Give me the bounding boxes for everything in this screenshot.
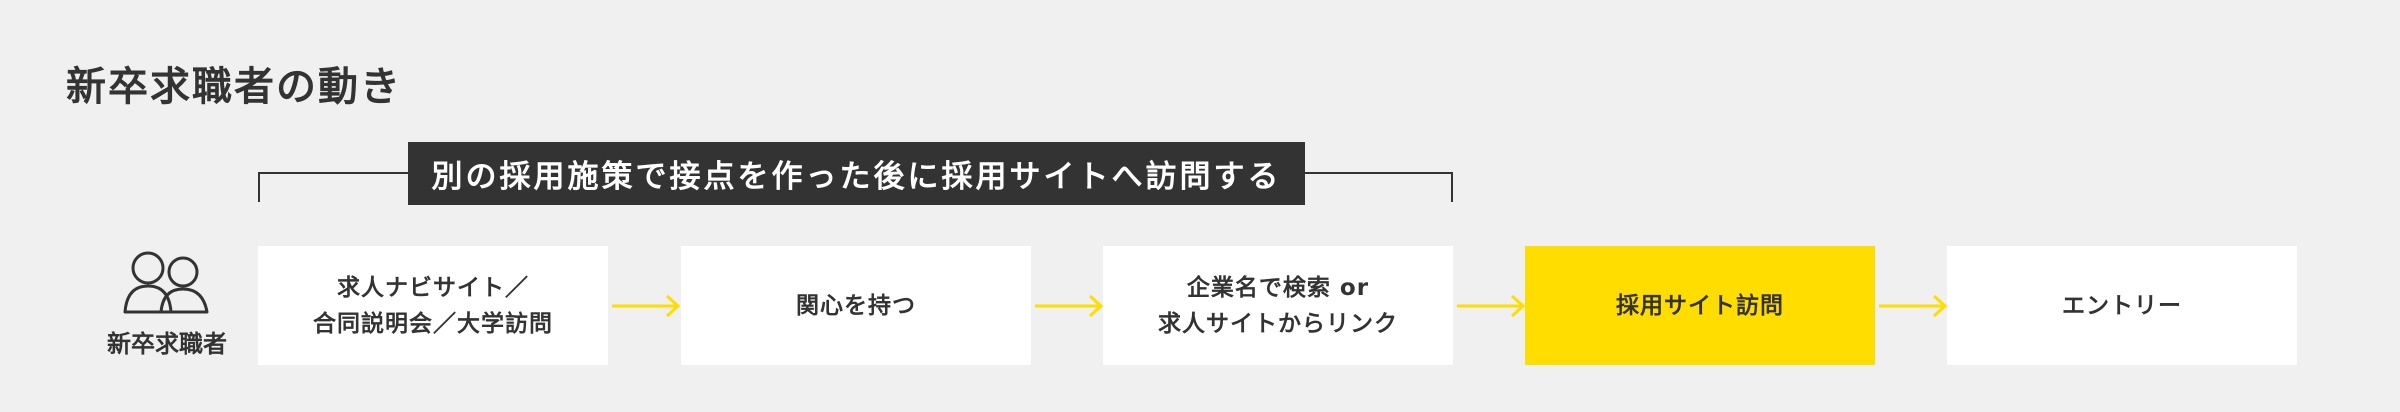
step-line: 企業名で検索 or	[1186, 274, 1370, 301]
step-job-site: 求人ナビサイト／ 合同説明会／大学訪問	[258, 246, 608, 365]
step-site-visit: 採用サイト訪問	[1525, 246, 1875, 365]
diagram-title: 新卒求職者の動き	[66, 64, 402, 110]
step-interest: 関心を持つ	[681, 246, 1031, 365]
arrow-right-icon	[612, 294, 680, 318]
step-line: 関心を持つ	[796, 292, 916, 319]
step-line: 合同説明会／大学訪問	[313, 310, 553, 337]
arrow-right-icon	[1879, 294, 1947, 318]
arrow-right-icon	[1035, 294, 1103, 318]
step-line: 求人ナビサイト／	[337, 274, 529, 301]
users-icon	[123, 251, 209, 314]
step-entry: エントリー	[1947, 246, 2297, 365]
actor-label: 新卒求職者	[107, 330, 227, 358]
step-line: 求人サイトからリンク	[1158, 310, 1398, 337]
step-line: 採用サイト訪問	[1616, 292, 1784, 319]
arrow-right-icon	[1457, 294, 1525, 318]
step-search: 企業名で検索 or 求人サイトからリンク	[1103, 246, 1453, 365]
actor: 新卒求職者	[92, 250, 242, 360]
step-line: エントリー	[2062, 292, 2182, 319]
banner: 別の採用施策で接点を作った後に採用サイトへ訪問する	[408, 142, 1305, 205]
